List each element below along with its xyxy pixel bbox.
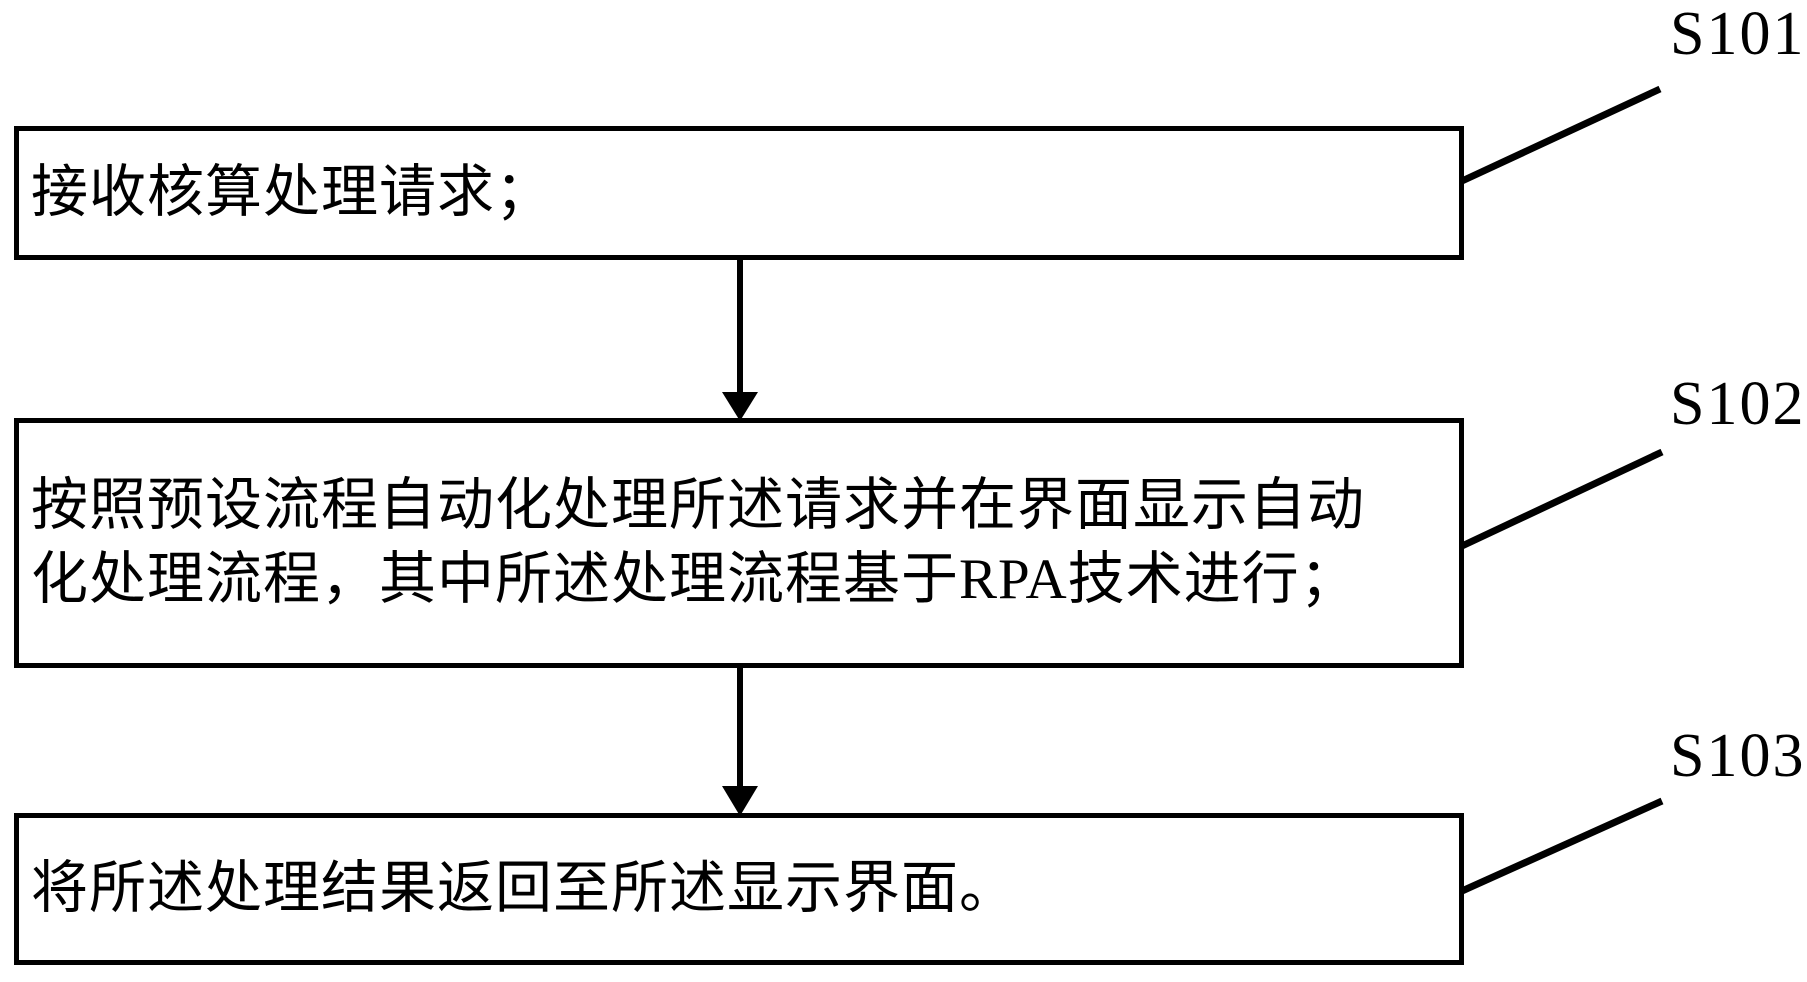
flow-arrow-2 (722, 666, 758, 816)
leader-line-s102 (1460, 448, 1664, 550)
process-box-s101: 接收核算处理请求； (14, 126, 1464, 260)
step-label-s101: S101 (1670, 0, 1806, 68)
process-box-s103-text: 将所述处理结果返回至所述显示界面。 (31, 857, 1017, 920)
leader-line-s103 (1460, 797, 1664, 895)
step-label-s103: S103 (1670, 722, 1806, 790)
process-box-s102: 按照预设流程自动化处理所述请求并在界面显示自动化处理流程，其中所述处理流程基于R… (14, 418, 1464, 668)
process-box-s103: 将所述处理结果返回至所述显示界面。 (14, 813, 1464, 965)
process-box-s101-text: 接收核算处理请求； (31, 161, 553, 224)
process-box-s102-text: 按照预设流程自动化处理所述请求并在界面显示自动化处理流程，其中所述处理流程基于R… (31, 474, 1365, 611)
leader-line-s101 (1460, 85, 1662, 185)
flow-arrow-1 (722, 258, 758, 421)
step-label-s102: S102 (1670, 370, 1806, 438)
